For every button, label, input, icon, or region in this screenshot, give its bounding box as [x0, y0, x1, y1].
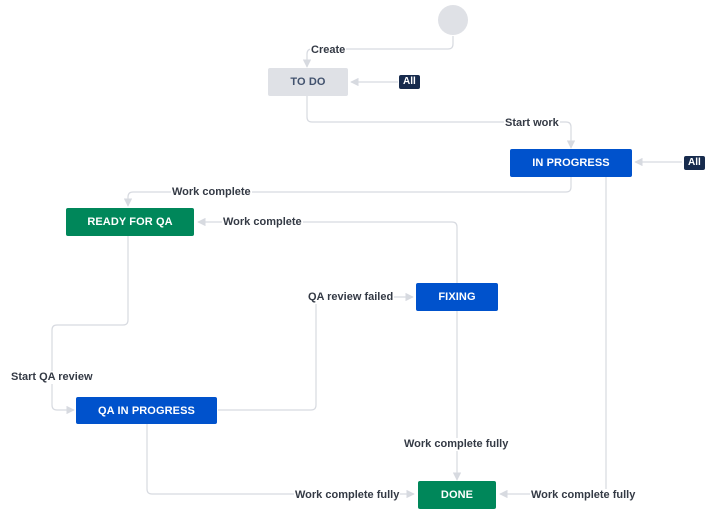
- status-done-label: DONE: [440, 489, 474, 501]
- edge-work-complete-fixing: [197, 217, 458, 283]
- status-qa-in-progress-label: QA IN PROGRESS: [98, 404, 195, 417]
- transition-fixing-work-complete-fully[interactable]: Work complete fully: [403, 438, 510, 451]
- transition-work-complete[interactable]: Work complete: [171, 186, 252, 199]
- transition-qa-work-complete-fully[interactable]: Work complete fully: [294, 489, 401, 502]
- edge-qa-review-failed: [218, 292, 414, 411]
- todo-all-badge[interactable]: All: [399, 75, 420, 89]
- status-todo[interactable]: TO DO: [268, 68, 348, 96]
- edge-start-work: [306, 96, 576, 149]
- transition-work-complete-from-fixing[interactable]: Work complete: [222, 216, 303, 229]
- transition-qa-review-failed[interactable]: QA review failed: [307, 291, 395, 304]
- transition-start-qa-review[interactable]: Start QA review: [10, 371, 94, 384]
- edge-qa-done: [146, 424, 415, 499]
- status-fixing-label: FIXING: [438, 291, 476, 303]
- transition-inprogress-work-complete-fully[interactable]: Work complete fully: [530, 489, 637, 502]
- status-todo-label: TO DO: [290, 76, 326, 88]
- status-in-progress[interactable]: IN PROGRESS: [510, 149, 632, 177]
- start-node-circle[interactable]: [438, 5, 468, 35]
- transition-create[interactable]: Create: [310, 44, 347, 57]
- status-ready-for-qa[interactable]: READY FOR QA: [66, 208, 194, 236]
- status-qa-in-progress[interactable]: QA IN PROGRESS: [76, 397, 217, 424]
- status-ready-for-qa-label: READY FOR QA: [87, 216, 173, 228]
- transition-start-work[interactable]: Start work: [504, 117, 560, 130]
- in-progress-all-badge[interactable]: All: [684, 156, 705, 170]
- edge-work-complete-ready: [123, 177, 572, 207]
- status-fixing[interactable]: FIXING: [416, 283, 498, 311]
- edge-inprogress-done: [499, 177, 607, 499]
- status-done[interactable]: DONE: [418, 481, 496, 509]
- status-in-progress-label: IN PROGRESS: [532, 157, 610, 169]
- edge-create: [302, 36, 454, 68]
- edge-start-qa-review: [51, 236, 129, 415]
